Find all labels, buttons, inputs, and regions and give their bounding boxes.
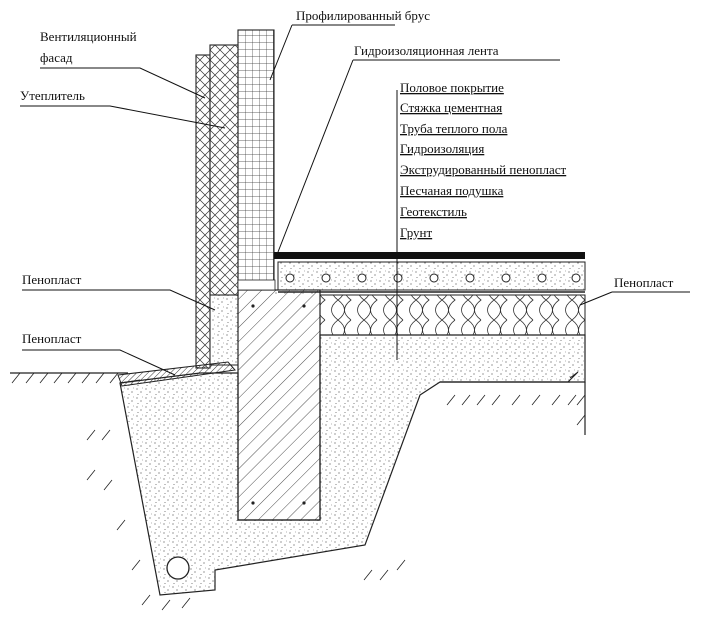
leader-lines [20, 24, 690, 376]
label-foam-left-lower: Пенопласт [22, 331, 82, 346]
floor-layer-item: Гидроизоляция [400, 141, 484, 156]
label-foam-left-upper: Пенопласт [22, 272, 82, 287]
drain-pipe [166, 556, 190, 580]
floor-layer-item: Половое покрытие [400, 80, 504, 95]
foundation-wall [237, 289, 321, 521]
floor-layer-list: Половое покрытие Стяжка цементная Труба … [400, 80, 567, 240]
label-ventilated-facade-line1: Вентиляционный [40, 29, 137, 44]
floor-layer-item: Грунт [400, 225, 432, 240]
heating-pipes [285, 273, 581, 283]
floor-layer-item: Геотекстиль [400, 204, 467, 219]
plinth-foam [209, 294, 239, 366]
floor-layer-item: Стяжка цементная [400, 100, 502, 115]
insulation-layer [209, 44, 239, 296]
profiled-beam-wall [237, 29, 275, 289]
ground-hatch [11, 372, 586, 611]
label-profiled-beam: Профилированный брус [296, 8, 430, 23]
floor-layer-item: Труба теплого пола [400, 121, 508, 136]
label-insulation: Утеплитель [20, 88, 85, 103]
label-foam-right: Пенопласт [614, 275, 674, 290]
xps-insulation [319, 294, 586, 336]
label-waterproof-tape: Гидроизоляционная лента [354, 43, 499, 58]
floor-layer-item: Песчаная подушка [400, 183, 504, 198]
floor-covering [274, 252, 585, 259]
ventilated-facade [195, 54, 211, 369]
floor-layer-item: Экструдированный пенопласт [400, 162, 567, 177]
waterproof-tape [237, 279, 276, 291]
label-ventilated-facade-line2: фасад [40, 50, 73, 65]
